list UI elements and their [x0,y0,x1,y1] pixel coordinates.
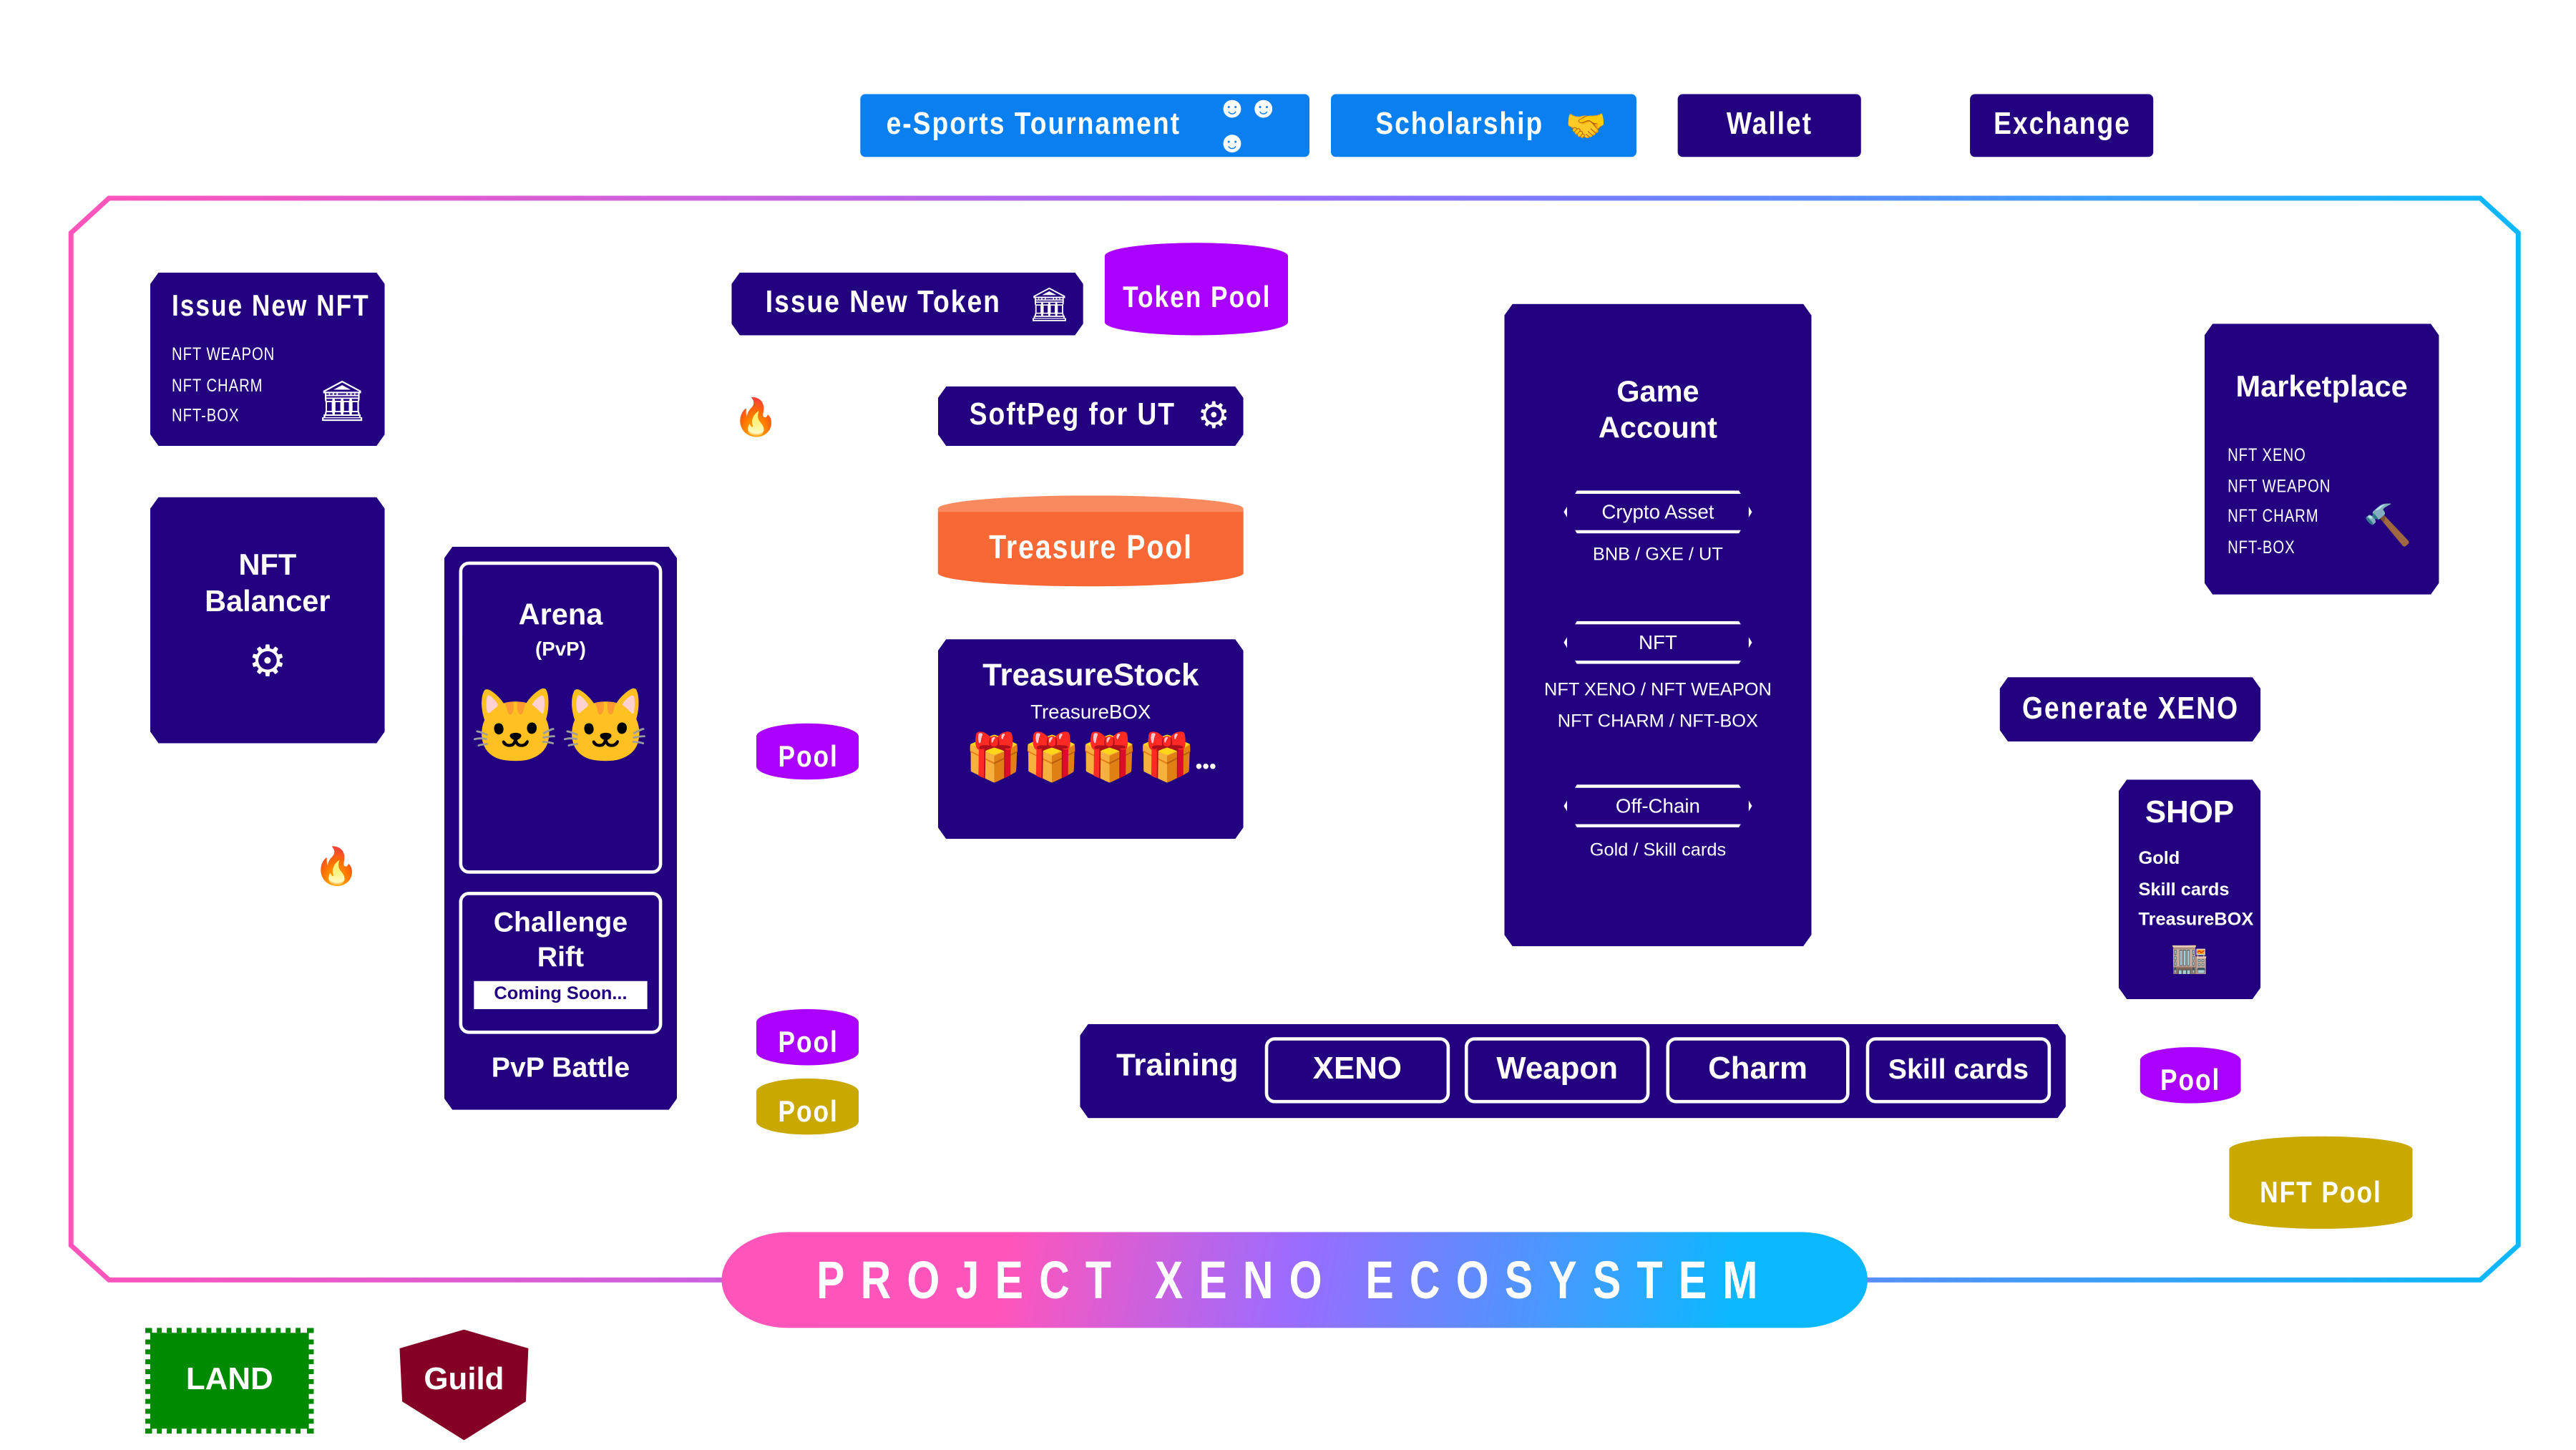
pool-label: Pool [777,1024,838,1059]
pool-cylinder-gold: Pool [756,1078,859,1135]
nft-balancer-title-1: NFT [238,548,297,582]
generate-xeno-label: Generate XENO [2021,691,2239,726]
marketplace-title: Marketplace [2235,369,2408,404]
treasure-pool-label: Treasure Pool [988,530,1193,567]
scholarship-button[interactable]: Scholarship 🤝 [1331,94,1636,157]
nft-items-2: NFT CHARM / NFT-BOX [1557,711,1759,732]
esports-tournament-button[interactable]: e-Sports Tournament ☻☻☻ [860,90,1310,159]
exchange-button[interactable]: Exchange [1970,94,2154,157]
off-chain-tag: Off-Chain [1563,784,1752,827]
treasure-chest-icons: 🎁🎁🎁🎁••• [965,731,1216,783]
pool-cylinder: Pool [756,1009,859,1066]
arena-card[interactable]: Arena (PvP) 🐱🐱 Challenge Rift Coming Soo… [444,547,677,1110]
pool-cylinder: Pool [756,723,859,780]
training-option-weapon[interactable]: Weapon [1465,1037,1649,1103]
game-account-card[interactable]: Game Account Crypto Asset BNB / GXE / UT… [1504,304,1811,947]
pvp-battle-label: PvP Battle [491,1052,630,1084]
shop-item: Skill cards [2138,879,2230,900]
training-label: Training [1116,1048,1239,1084]
shop-title: SHOP [2145,796,2235,831]
marketplace-item: NFT WEAPON [2228,476,2331,497]
marketplace-item: NFT XENO [2228,446,2306,466]
pool-label: Pool [2160,1063,2221,1096]
marketplace-card[interactable]: Marketplace NFT XENO NFT WEAPON NFT CHAR… [2205,323,2439,594]
guild-label: Guild [424,1361,504,1397]
gear-icon: ⚙ [1197,394,1230,437]
challenge-rift-panel[interactable]: Challenge Rift Coming Soon... [459,892,663,1033]
more-indicator: ••• [1195,754,1216,778]
token-pool-cylinder: Token Pool [1104,243,1289,336]
people-group-icon: ☻☻☻ [1216,90,1279,159]
marketplace-item: NFT-BOX [2228,537,2296,558]
treasure-pool-cylinder: Treasure Pool [937,495,1244,587]
shop-item: TreasureBOX [2138,910,2254,930]
softpeg-card[interactable]: SoftPeg for UT ⚙ [938,386,1244,446]
treasure-stock-card[interactable]: TreasureStock TreasureBOX 🎁🎁🎁🎁••• [938,639,1244,839]
challenge-title-2: Rift [537,941,585,973]
issue-nft-item: NFT-BOX [172,406,240,427]
shop-card[interactable]: SHOP Gold Skill cards TreasureBOX 🏬 [2119,779,2260,999]
bank-icon: 🏛 [317,379,368,425]
crypto-asset-tag: Crypto Asset [1563,490,1752,533]
gavel-icon: 🔨 [2363,503,2413,549]
training-option-xeno[interactable]: XENO [1265,1037,1450,1103]
treasure-stock-title: TreasureStock [982,658,1199,694]
off-chain-items: Gold / Skill cards [1589,840,1727,861]
fire-icon: 🔥 [313,845,359,887]
shop-item: Gold [2138,849,2180,869]
nft-tag: NFT [1563,621,1752,664]
pool-label: Pool [777,1094,838,1128]
game-account-title-1: Game [1616,374,1699,409]
handshake-icon: 🤝 [1565,108,1606,145]
arena-title: Arena [518,598,603,631]
gear-icon: ⚙ [248,636,287,686]
arena-subtitle: (PvP) [535,637,586,661]
land-badge[interactable]: LAND [145,1328,314,1434]
scholarship-label: Scholarship [1375,107,1544,142]
exchange-label: Exchange [1993,107,2131,142]
land-label: LAND [185,1362,273,1398]
fire-icon: 🔥 [733,396,779,438]
nft-balancer-title-2: Balancer [205,584,331,618]
game-account-title-2: Account [1598,411,1718,444]
issue-new-nft-card[interactable]: Issue New NFT NFT WEAPON NFT CHARM NFT-B… [150,273,385,446]
softpeg-title: SoftPeg for UT [969,398,1176,433]
nft-balancer-card[interactable]: NFT Balancer ⚙ [150,497,385,744]
store-icon: 🏬 [2171,941,2208,975]
xeno-characters-image: 🐱🐱 [470,687,651,769]
pool-cylinder: Pool [2140,1047,2241,1104]
training-option-charm[interactable]: Charm [1666,1037,1849,1103]
issue-nft-title: Issue New NFT [172,288,370,323]
token-pool-label: Token Pool [1122,280,1271,313]
issue-new-token-card[interactable]: Issue New Token 🏛 [731,273,1083,336]
bank-icon: 🏛 [1028,286,1070,323]
nft-items-1: NFT XENO / NFT WEAPON [1544,680,1772,701]
coming-soon-badge: Coming Soon... [474,981,647,1009]
banner-title: PROJECT XENO ECOSYSTEM [816,1249,1774,1309]
nft-pool-cylinder: NFT Pool [2229,1136,2413,1229]
marketplace-item: NFT CHARM [2228,507,2319,527]
issue-token-title: Issue New Token [765,286,1001,321]
pool-label: Pool [777,739,838,772]
wallet-label: Wallet [1726,107,1813,142]
issue-nft-item: NFT WEAPON [172,345,275,366]
arena-pvp-panel[interactable]: Arena (PvP) 🐱🐱 [459,562,663,874]
issue-nft-item: NFT CHARM [172,376,263,396]
crypto-asset-items: BNB / GXE / UT [1592,545,1723,565]
esports-label: e-Sports Tournament [886,107,1181,142]
training-bar: Training XENO Weapon Charm Skill cards [1080,1024,2066,1119]
nft-pool-label: NFT Pool [2260,1174,2382,1209]
generate-xeno-button[interactable]: Generate XENO [2000,677,2261,741]
wallet-button[interactable]: Wallet [1677,94,1861,157]
project-xeno-ecosystem-banner: PROJECT XENO ECOSYSTEM [721,1232,1868,1328]
treasure-stock-subtitle: TreasureBOX [1030,700,1151,724]
challenge-title-1: Challenge [493,906,628,938]
training-option-skill-cards[interactable]: Skill cards [1866,1037,2051,1103]
